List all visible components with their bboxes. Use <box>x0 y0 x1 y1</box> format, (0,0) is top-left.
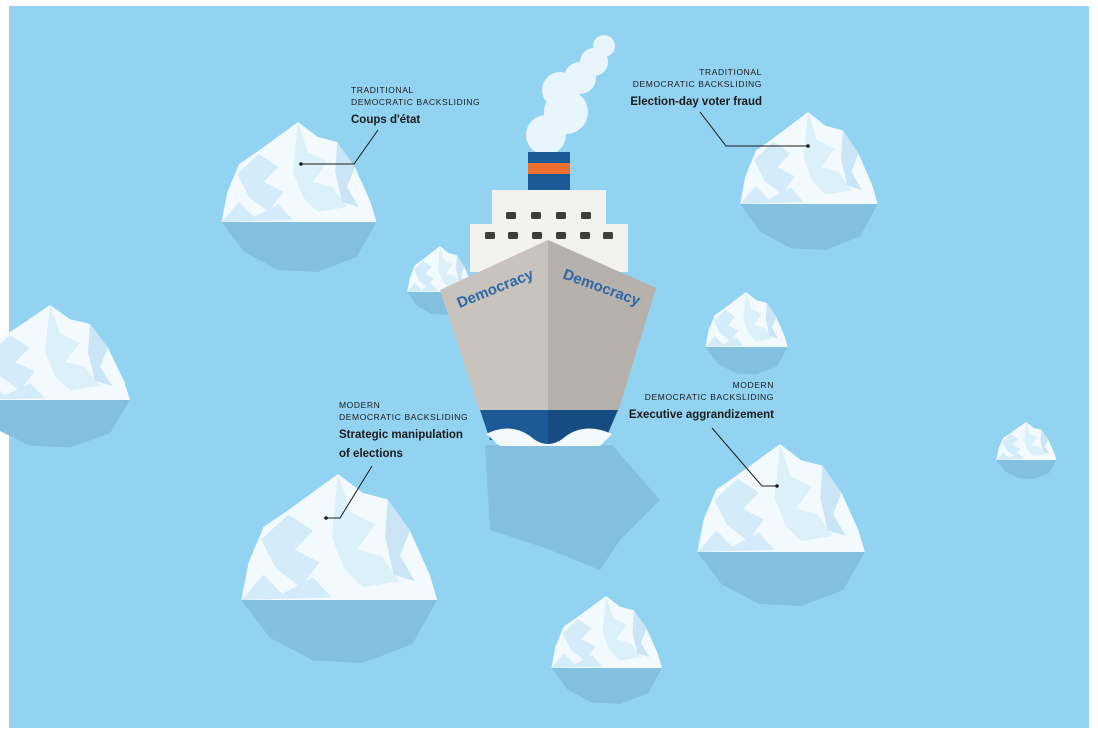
label-category: DEMOCRATIC BACKSLIDING <box>644 392 774 402</box>
label-title: Executive aggrandizement <box>628 409 774 421</box>
leader-dots <box>299 144 810 520</box>
hull-left <box>440 240 548 412</box>
leader-line-aggrandizement <box>711 427 777 487</box>
label-title: Election-day voter fraud <box>630 96 762 108</box>
leader-line-coups <box>301 129 379 165</box>
label-title: Coups d'état <box>351 114 421 126</box>
hull-right <box>548 240 656 412</box>
leader-line-voter-fraud <box>699 111 808 147</box>
label-voter-fraud: TRADITIONAL DEMOCRATIC BACKSLIDING Elect… <box>630 66 762 113</box>
label-manipulation: MODERN DEMOCRATIC BACKSLIDING Strategic … <box>339 399 468 465</box>
upper-deck <box>492 190 606 226</box>
label-title: of elections <box>339 448 403 460</box>
leader-line-manipulation <box>326 465 373 519</box>
label-category: MODERN <box>339 400 381 410</box>
ship-shadow <box>485 445 660 570</box>
funnel-stripe <box>528 163 570 174</box>
label-category: MODERN <box>732 380 774 390</box>
leader-lines <box>301 111 808 519</box>
bow-wave <box>486 428 612 446</box>
label-category: TRADITIONAL <box>351 85 414 95</box>
label-aggrandizement: MODERN DEMOCRATIC BACKSLIDING Executive … <box>629 379 774 426</box>
label-title: Strategic manipulation <box>339 429 463 441</box>
label-category: TRADITIONAL <box>699 67 762 77</box>
label-category: DEMOCRATIC BACKSLIDING <box>351 97 481 107</box>
windows <box>485 212 613 239</box>
smoke-icon <box>526 35 615 155</box>
label-category: DEMOCRATIC BACKSLIDING <box>632 79 762 89</box>
label-category: DEMOCRATIC BACKSLIDING <box>339 412 469 422</box>
ship: Democracy Democracy <box>440 35 660 570</box>
label-coups: TRADITIONAL DEMOCRATIC BACKSLIDING Coups… <box>351 84 480 131</box>
